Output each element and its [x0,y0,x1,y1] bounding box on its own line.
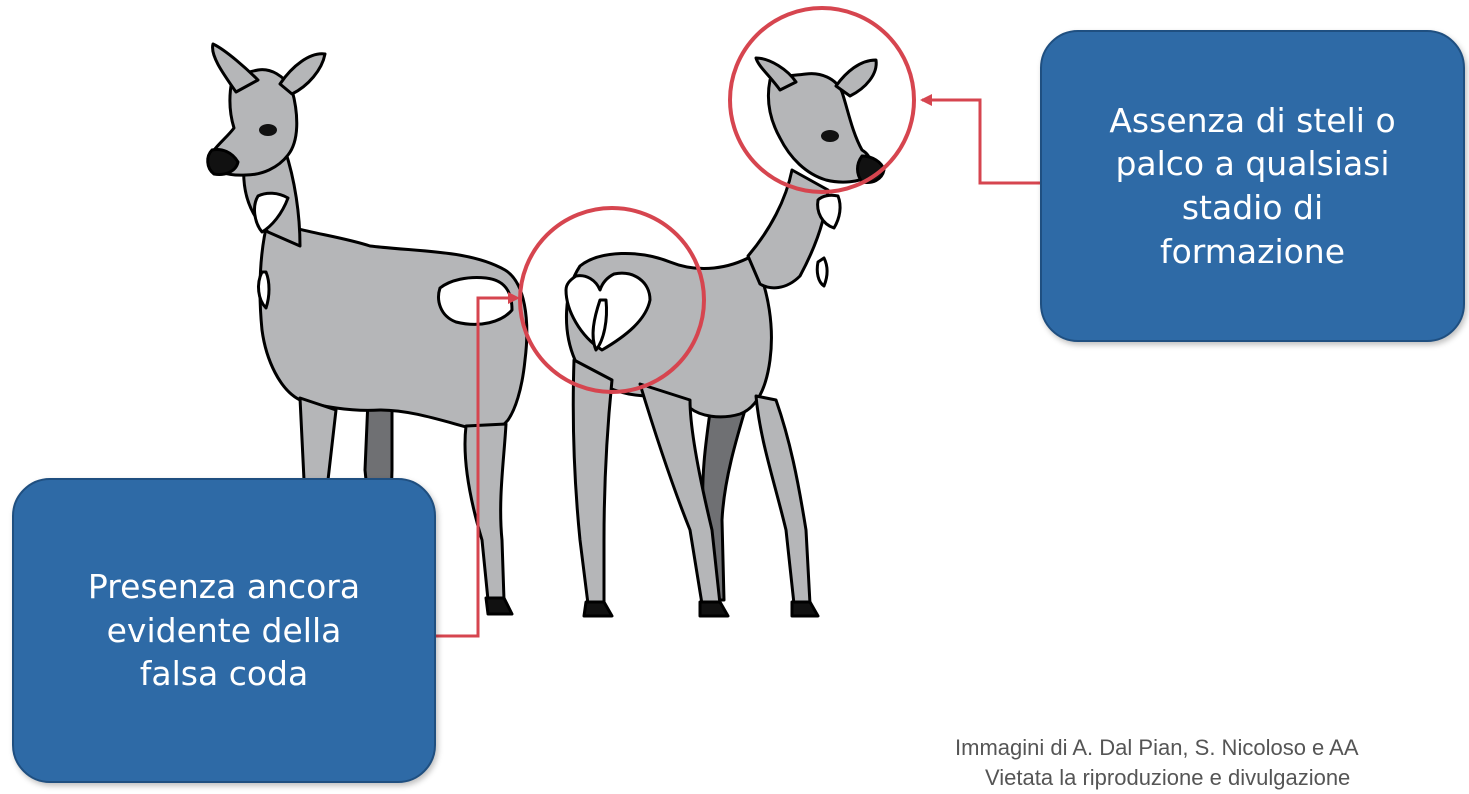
connector-top-arrowhead [920,94,932,106]
callout-top-line-2: palco a qualsiasi [1115,142,1389,186]
callout-bottom-line-3: falsa coda [140,652,308,696]
image-credits: Immagini di A. Dal Pian, S. Nicoloso e A… [955,733,1469,794]
callout-top-line-3: stadio di [1182,186,1323,230]
callout-no-antlers-text: Assenza di steli o palco a qualsiasi sta… [1109,99,1395,273]
callout-false-tail-text: Presenza ancora evidente della falsa cod… [88,565,360,696]
callout-top-line-4: formazione [1160,230,1345,274]
credits-line-2: Vietata la riproduzione e divulgazione [955,763,1469,793]
connector-top [922,100,1040,183]
callout-bottom-line-1: Presenza ancora [88,565,360,609]
callout-false-tail: Presenza ancora evidente della falsa cod… [12,478,436,783]
callout-no-antlers: Assenza di steli o palco a qualsiasi sta… [1040,30,1465,342]
deer-right-illustration [566,58,884,616]
callout-bottom-line-2: evidente della [107,609,342,653]
credits-line-1: Immagini di A. Dal Pian, S. Nicoloso e A… [955,733,1469,763]
callout-top-line-1: Assenza di steli o [1109,99,1395,143]
